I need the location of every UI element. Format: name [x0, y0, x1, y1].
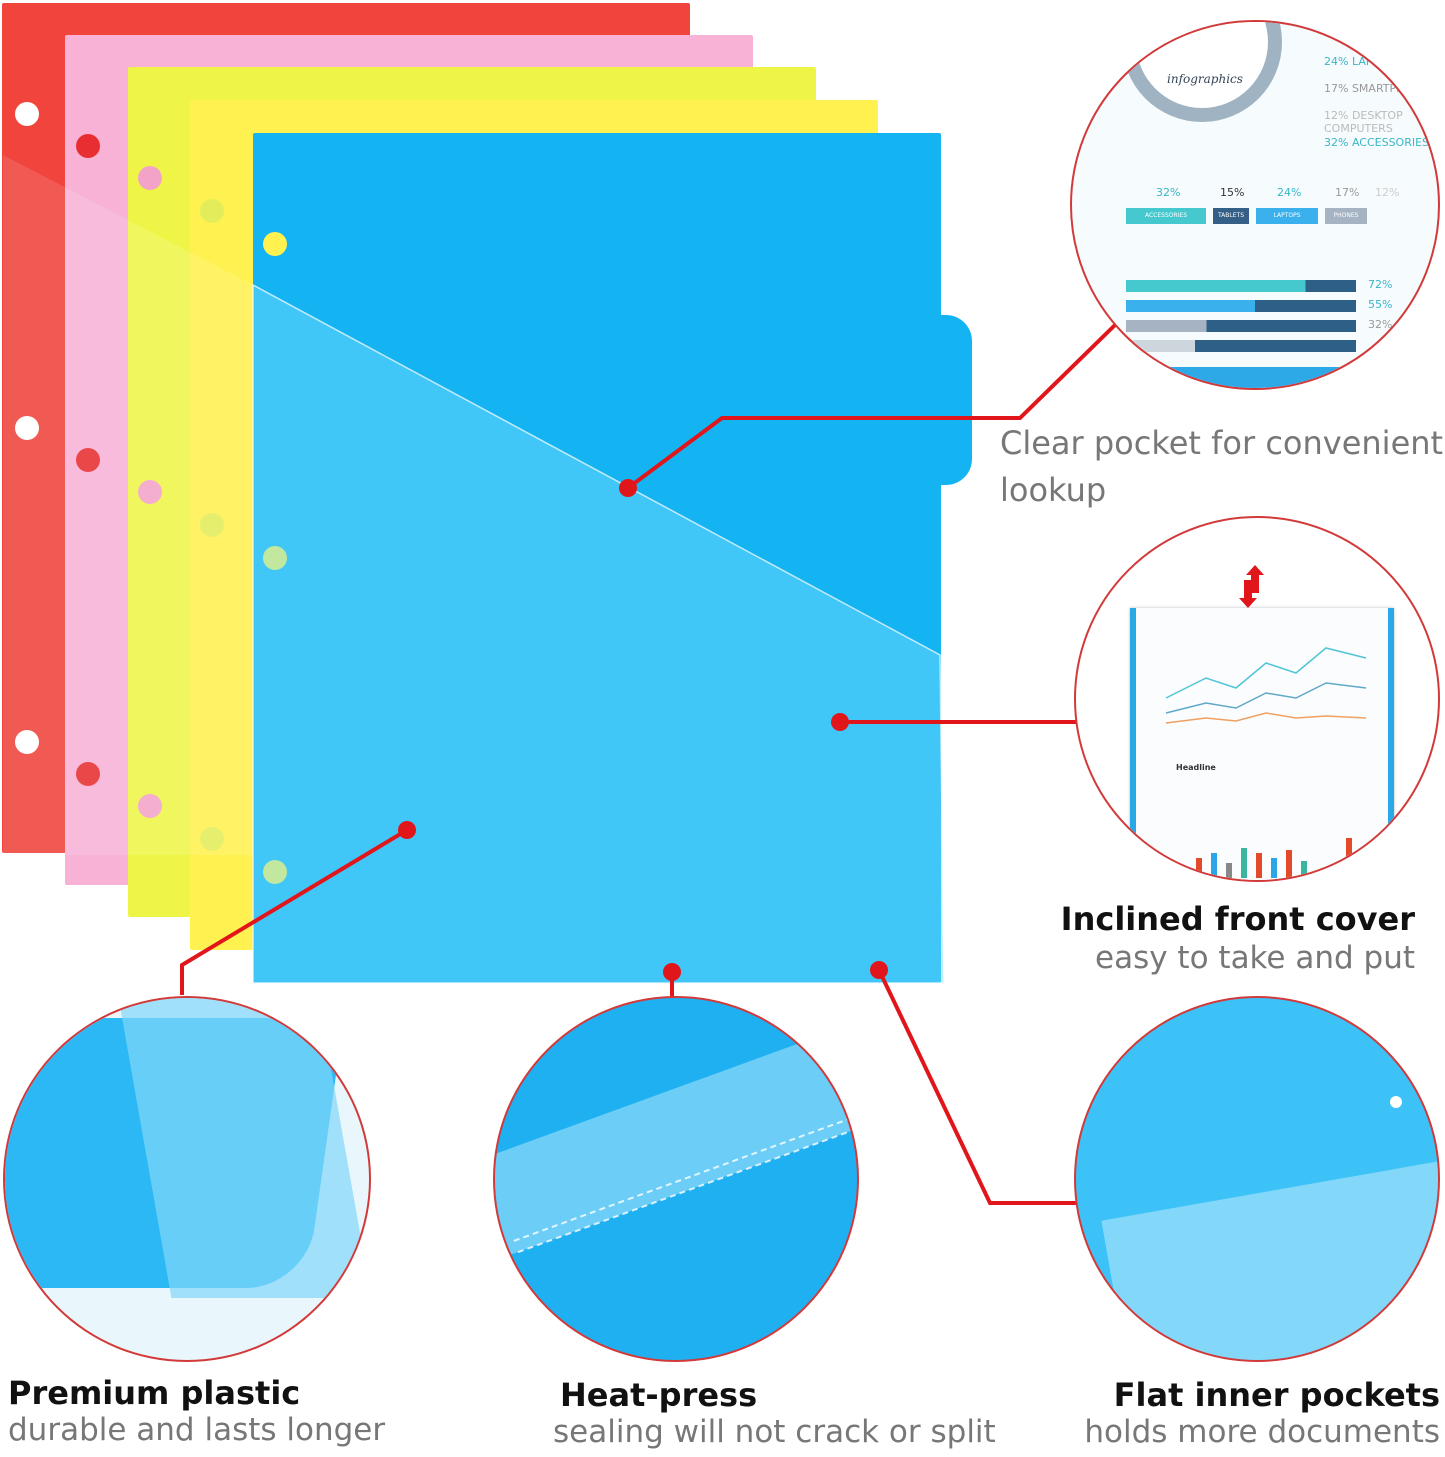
percent: 32% [1156, 186, 1181, 199]
hole [138, 794, 162, 818]
hole [200, 827, 224, 851]
legend-item: 32% ACCESSORIES [1324, 136, 1430, 149]
label-box: PHONES [1325, 208, 1367, 224]
hole [138, 166, 162, 190]
detail-circle-chart: Headline [1074, 516, 1440, 882]
infographic-ring [1122, 22, 1282, 122]
percent: 24% [1277, 186, 1302, 199]
infographic-title: infographics [1167, 72, 1243, 86]
flat-title: Flat inner pockets [1113, 1376, 1440, 1414]
flat-subtitle: holds more documents [1084, 1414, 1440, 1450]
hole [15, 416, 39, 440]
callout-dot [663, 963, 681, 981]
premium-title: Premium plastic [8, 1374, 301, 1412]
legend-item: 17% SMARTPHONES [1324, 82, 1436, 95]
blue-folder [253, 133, 941, 983]
inclined-title: Inclined front cover [1060, 900, 1415, 938]
callout-dot [870, 961, 888, 979]
percent: 15% [1220, 186, 1245, 199]
bar-value: 55% [1368, 298, 1393, 311]
bar-value: 72% [1368, 278, 1393, 291]
label-box: TABLETS [1213, 208, 1249, 224]
heat-title: Heat-press [560, 1376, 758, 1414]
bar [1126, 320, 1356, 332]
detail-circle-infographic: infographics 24% LAPTOPS 17% SMARTPHONES… [1070, 20, 1440, 390]
hole [263, 546, 287, 570]
detail-circle-seal [493, 996, 859, 1362]
callout-dot [398, 821, 416, 839]
legend-item: 24% LAPTOPS [1324, 55, 1402, 68]
legend-item: 12% DESKTOP COMPUTERS [1324, 109, 1403, 135]
hole [200, 513, 224, 537]
bar [1126, 340, 1356, 352]
folder-edge [1072, 367, 1438, 388]
down-arrow-icon [1239, 580, 1257, 608]
bar-value: 32% [1368, 318, 1393, 331]
detail-circle-plastic [3, 996, 371, 1362]
label-box: LAPTOPS [1256, 208, 1318, 224]
percent: 12% [1375, 186, 1400, 199]
percent: 17% [1335, 186, 1360, 199]
callout-dot [619, 479, 637, 497]
hole [76, 762, 100, 786]
hole [263, 860, 287, 884]
line-chart-thumbnail [1165, 565, 1367, 878]
caption-clear-pocket: Clear pocket for convenient lookup [1000, 424, 1444, 509]
detail-circle-pockets [1074, 996, 1440, 1362]
hole [200, 199, 224, 223]
inner-pocket [1101, 1158, 1438, 1360]
hole [15, 102, 39, 126]
heat-subtitle: sealing will not crack or split [553, 1414, 996, 1450]
hole [263, 232, 287, 256]
hole [76, 448, 100, 472]
hole [15, 730, 39, 754]
bar [1126, 280, 1356, 292]
bar [1126, 300, 1356, 312]
inclined-subtitle: easy to take and put [1095, 940, 1415, 976]
blue-pocket [252, 283, 945, 984]
hole [1390, 1096, 1402, 1108]
chart-heading: Headline [1176, 763, 1216, 772]
label-box: ACCESSORIES [1126, 208, 1206, 224]
up-arrow-icon [1246, 565, 1264, 593]
hole [76, 134, 100, 158]
red-folder-pocket [3, 155, 253, 855]
callout-dot [831, 713, 849, 731]
hole [138, 480, 162, 504]
premium-subtitle: durable and lasts longer [8, 1412, 386, 1448]
